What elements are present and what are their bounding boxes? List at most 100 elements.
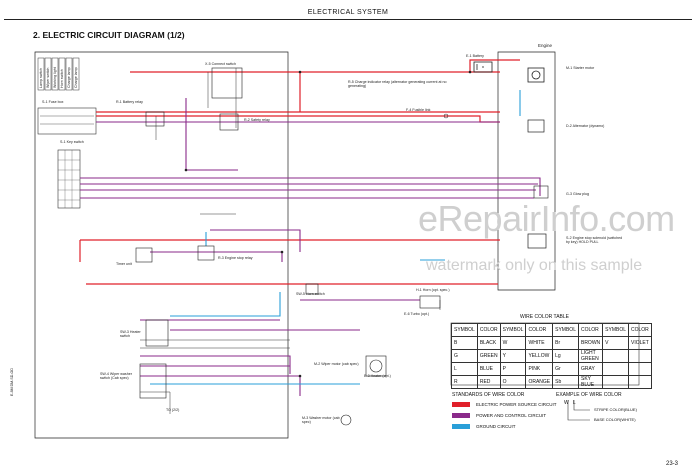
charge-relay-label: R-5 Charge indicator relay (alternator g… (348, 80, 447, 89)
table-cell: SKY BLUE (577, 375, 604, 389)
wiper-switch-symbol (139, 363, 167, 399)
example-title: EXAMPLE OF WIRE COLOR (556, 392, 622, 398)
wire-table-title: WIRE COLOR TABLE (520, 314, 569, 320)
header-rule (4, 19, 692, 20)
top-label-2: Wiper switch (46, 67, 50, 88)
timer-unit-symbol (135, 247, 153, 263)
header-title: ELECTRICAL SYSTEM (307, 9, 389, 16)
top-label-1: Lamp switch (39, 68, 43, 88)
page-number: 23-3 (666, 461, 679, 467)
alternator-symbol (527, 119, 545, 133)
table-cell: VIOLET (628, 336, 652, 350)
ground-wires (150, 90, 521, 385)
fuse-box-symbol (37, 107, 97, 135)
table-cell (602, 362, 629, 376)
power-swatch (452, 402, 470, 408)
standard-power-label: ELECTRIC POWER SOURCE CIRCUIT (476, 402, 557, 407)
control-swatch (452, 413, 470, 419)
section-title: 2. ELECTRIC CIRCUIT DIAGRAM (1/2) (33, 30, 185, 40)
table-cell: W (499, 336, 527, 350)
safety-relay-label: R-2 Safety relay (244, 118, 270, 122)
heater-switch-symbol (145, 319, 169, 347)
example-wire (567, 400, 590, 421)
table-cell: LIGHT GREEN (577, 349, 604, 363)
engine-label: Engine (538, 43, 553, 48)
table-cell: O (499, 375, 527, 389)
horn-switch-symbol (305, 283, 319, 295)
starter-motor-symbol (527, 67, 545, 83)
standards-title: STANDARDS OF WIRE COLOR (452, 392, 525, 398)
table-cell (628, 375, 652, 389)
engine-stop-solenoid-label: S-2 Engine stop solenoid (switched by ke… (566, 236, 623, 245)
standard-control: POWER AND CONTROL CIRCUIT (452, 413, 547, 419)
signal-wires (140, 68, 441, 414)
standard-ground-label: GROUND CIRCUIT (476, 424, 516, 429)
battery-symbol (473, 61, 493, 73)
to-next-label: TO (2/2) (166, 408, 180, 412)
glow-plug-symbol (533, 185, 549, 199)
table-cell (628, 362, 652, 376)
key-switch-label: S-1 Key switch (60, 140, 84, 144)
table-cell: GREEN (476, 349, 501, 363)
key-switch-symbol (57, 149, 81, 209)
turbo-label: E-6 Turbo (opt.) (404, 312, 430, 316)
timer-unit-label: Timer unit (116, 262, 132, 266)
top-label-3: Working light (53, 67, 57, 88)
wire-table-header-cell: COLOR (476, 323, 501, 337)
table-cell: ORANGE (525, 375, 554, 389)
table-cell: V (602, 336, 629, 350)
table-cell (602, 349, 629, 363)
fusible-link-label: F-4 Fusible link (406, 108, 431, 112)
table-cell: Gr (552, 362, 579, 376)
example-stripe: STRIPE COLOR(BLUE) (594, 407, 637, 412)
watermark-main: eRepairInfo.com (418, 198, 675, 239)
battery-label: E-1 Battery (466, 54, 484, 58)
wire-table-header-cell: COLOR (577, 323, 604, 337)
safety-relay-symbol (219, 113, 239, 131)
top-label-5: Charge lamp (67, 67, 71, 88)
wire-table-header-cell: SYMBOL (602, 323, 629, 337)
alternator-label: D-2 Alternator (dynamo) (566, 124, 605, 128)
heater-label: E-3 Heater (opt.) (364, 374, 391, 378)
side-code-label: E-8M DM-SD-OD (10, 368, 14, 396)
top-label-boxes (37, 57, 80, 91)
starter-label: M-1 Starter motor (566, 66, 595, 70)
table-cell: BLACK (476, 336, 501, 350)
wire-table-header-cell: COLOR (628, 323, 652, 337)
harness-outline (34, 51, 289, 439)
horn-switch-label: SW-5 Horn switch (296, 292, 325, 296)
horn-label: H-1 Horn (opt. spec.) (416, 288, 450, 292)
heater-switch-label: SW-3 Heater switch (120, 330, 141, 339)
glow-plug-label: G-3 Glow plug (566, 192, 589, 196)
table-cell: R (451, 375, 478, 389)
wire-table-header-cell: COLOR (525, 323, 554, 337)
table-cell: WHITE (525, 336, 554, 350)
engine-stop-relay-label: R-3 Engine stop relay (218, 256, 253, 260)
table-cell: Br (552, 336, 579, 350)
comb-switch-symbol (211, 67, 243, 99)
comb-switch-label: X-5 Connect switch (205, 62, 236, 66)
battery-relay-symbol (145, 111, 165, 127)
table-cell: Lg (552, 349, 579, 363)
horn-symbol (419, 295, 441, 309)
wire-table-header-cell: SYMBOL (451, 323, 478, 337)
table-cell: Y (499, 349, 527, 363)
table-cell: P (499, 362, 527, 376)
wire-table-header-cell: SYMBOL (499, 323, 527, 337)
table-cell: BLUE (476, 362, 501, 376)
table-cell: PINK (525, 362, 554, 376)
standard-ground: GROUND CIRCUIT (452, 424, 516, 430)
table-cell: L (451, 362, 478, 376)
table-cell: G (451, 349, 478, 363)
solenoid-symbol (527, 233, 547, 249)
standard-control-label: POWER AND CONTROL CIRCUIT (476, 413, 547, 418)
fusible-link-symbol (443, 113, 449, 119)
table-cell: YELLOW (525, 349, 554, 363)
washer-motor-label: M-3 Washer motor (cab spec) (302, 416, 340, 425)
table-cell: B (451, 336, 478, 350)
